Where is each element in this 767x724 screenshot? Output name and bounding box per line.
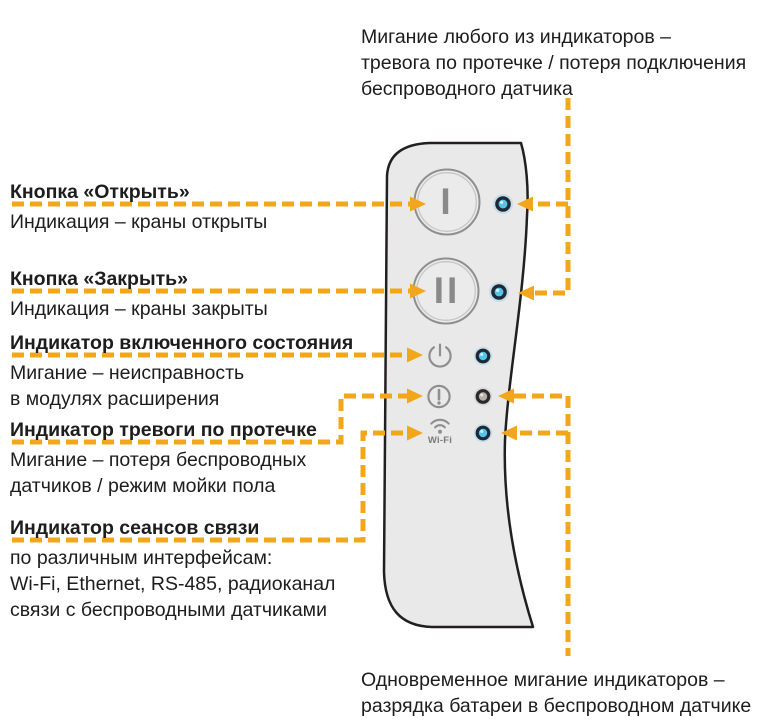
power-led	[473, 346, 493, 366]
link-sessions-led	[473, 423, 493, 443]
bottom-note: Одновременное мигание индикаторов – разр…	[361, 667, 751, 719]
callout-open-button-title: Кнопка «Открыть»	[10, 181, 190, 203]
leader-top-note	[517, 98, 571, 301]
leader-link-sessions-indicator	[12, 425, 423, 543]
callout-link-sessions-title: Индикатор сеансов связи	[10, 517, 260, 539]
wifi-icon	[430, 418, 450, 434]
device-panel	[382, 141, 535, 629]
top-note-line: тревога по протечке / потеря подключения	[361, 52, 747, 74]
callout-open-button-desc: Индикация – краны открыты	[10, 211, 268, 233]
top-note: Мигание любого из индикаторов – тревога …	[361, 24, 746, 102]
valves-closed-led	[489, 282, 509, 302]
leader-close-button	[12, 283, 426, 299]
top-note-line: беспроводного датчика	[361, 78, 573, 100]
callout-link-sessions-desc: по различным интерфейсам: Wi-Fi, Etherne…	[10, 547, 336, 621]
close-button-glyph: II	[433, 270, 461, 311]
valves-open-led	[493, 194, 513, 214]
leak-alarm-led	[473, 387, 493, 406]
callout-close-button-desc: Индикация – краны закрыты	[10, 298, 268, 320]
callout-power-indicator-desc: Мигание – неисправность в модулях расшир…	[10, 362, 245, 410]
callout-leak-alarm-title: Индикатор тревоги по протечке	[10, 419, 317, 441]
leader-power-indicator	[12, 347, 423, 363]
callout-leak-alarm-desc: Мигание – потеря беспроводных датчиков /…	[10, 449, 307, 497]
leader-open-button	[12, 196, 426, 212]
callout-close-button-title: Кнопка «Закрыть»	[10, 268, 189, 290]
alert-icon	[427, 384, 451, 409]
leader-bottom-note	[498, 388, 571, 656]
bottom-note-line: Одновременное мигание индикаторов –	[361, 669, 725, 691]
bottom-note-line: разрядка батареи в беспроводном датчике	[361, 695, 752, 717]
leader-leak-alarm-indicator	[12, 388, 423, 445]
callout-power-indicator-title: Индикатор включенного состояния	[10, 332, 354, 354]
open-button-glyph: I	[440, 181, 454, 222]
top-note-line: Мигание любого из индикаторов –	[361, 26, 671, 48]
power-icon	[428, 343, 452, 368]
wifi-icon-label: Wi-Fi	[427, 435, 453, 446]
